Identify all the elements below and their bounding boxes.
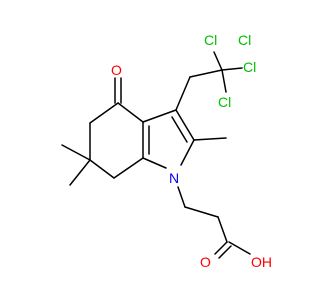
atom-cl-top-left: Cl (204, 32, 217, 48)
molecule-structure: O Cl Cl Cl Cl N O OH (61, 32, 272, 270)
bond-ccl3-cl-bottom (221, 69, 227, 93)
bond-c3a-c3 (142, 109, 177, 123)
bond-cooh-o-1 (214, 241, 228, 255)
atom-labels: O Cl Cl Cl Cl N O OH (111, 32, 272, 270)
bond-c2-n1 (180, 139, 195, 166)
bonds (61, 51, 251, 259)
bond-ch2b-cooh (217, 216, 228, 243)
bond-cooh-o-2 (218, 245, 232, 259)
atom-cl-right: Cl (243, 59, 256, 75)
bond-c3-ch2 (175, 76, 191, 111)
bond-n1-ch2a (177, 186, 186, 208)
atom-n-ring: N (169, 170, 179, 186)
bond-ch2-ccl3 (189, 69, 223, 78)
bond-ccl3-cl-top (213, 51, 223, 71)
bond-c6-me1 (61, 144, 91, 161)
atom-cl-bottom: Cl (218, 94, 231, 110)
bond-c4-c5 (89, 102, 119, 124)
bond-n1-c7a (142, 157, 167, 169)
atom-o-carbonyl: O (200, 254, 211, 270)
bond-c6-c7 (89, 159, 115, 179)
bond-c7-c7a (113, 157, 144, 179)
bond-ch2a-ch2b (184, 206, 219, 218)
atom-oh-hydroxyl: OH (251, 254, 272, 270)
bond-c4-c3a (117, 102, 144, 123)
bond-c3-c2 (175, 109, 195, 141)
bond-c2-me (193, 137, 227, 141)
bond-c3-c2-inner (171, 116, 188, 143)
bond-ccl3-cl-right (221, 67, 243, 71)
bond-c6-me2 (69, 159, 91, 186)
bond-cooh-oh (228, 241, 251, 255)
atom-o-ketone: O (111, 62, 122, 78)
atom-cl-top-right: Cl (238, 32, 251, 48)
